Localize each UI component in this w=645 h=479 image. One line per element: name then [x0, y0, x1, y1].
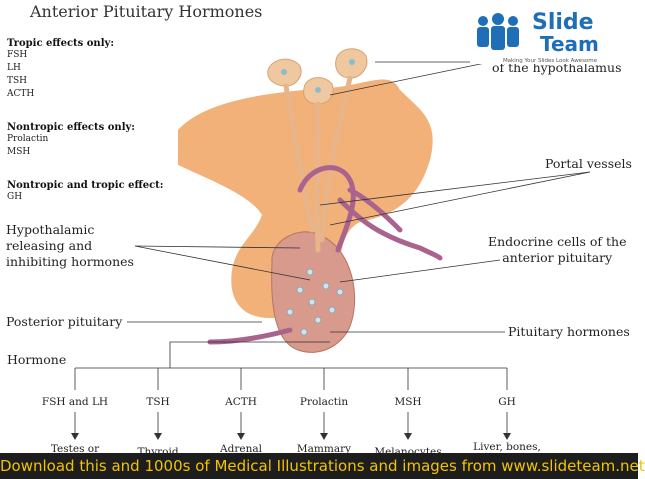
legend-item: MSH	[7, 147, 31, 157]
hormone-target: Liver, bones,	[473, 441, 541, 453]
hormone-name: TSH	[146, 396, 170, 408]
legend-both-heading: Nontropic and tropic effect:	[7, 180, 164, 191]
logo-word-team: Team	[540, 32, 599, 56]
slideteam-logo: Slide Team Making Your Slides Look Aweso…	[470, 8, 630, 64]
hormone-target: Testes or	[50, 443, 100, 455]
legend-item: GH	[7, 192, 23, 202]
legend-nontropic-heading: Nontropic effects only:	[7, 122, 135, 133]
label-hormone: Hormone	[7, 352, 67, 367]
hormone-name: Prolactin	[299, 396, 349, 408]
page-title: Anterior Pituitary Hormones	[30, 2, 263, 21]
legend-item: ACTH	[7, 89, 35, 99]
logo-word-slide: Slide	[532, 10, 594, 35]
endocrine-cells	[286, 268, 344, 336]
label-endocrine-cells: Endocrine cells of the anterior pituitar…	[488, 234, 627, 265]
hormone-target: Mammary	[296, 443, 352, 455]
legend-tropic-heading: Tropic effects only:	[7, 38, 115, 49]
hormone-name: GH	[498, 396, 516, 408]
label-portal-vessels: Portal vessels	[545, 156, 632, 171]
download-banner[interactable]: Download this and 1000s of Medical Illus…	[0, 453, 645, 479]
legend-both: Nontropic and tropic effect: GH	[7, 180, 163, 204]
label-hypothalamic-hormones: Hypothalamic releasing and inhibiting ho…	[6, 222, 134, 269]
hormone-name: ACTH	[225, 396, 257, 408]
hormone-name: FSH and LH	[41, 396, 109, 408]
label-pituitary-hormones: Pituitary hormones	[508, 324, 630, 339]
legend-item: FSH	[7, 50, 28, 60]
people-icon	[477, 13, 519, 50]
legend-tropic: Tropic effects only: FSH LH TSH ACTH	[7, 38, 114, 101]
hormone-target: Adrenal	[220, 443, 262, 455]
legend-item: Prolactin	[7, 134, 49, 144]
logo-tagline: Making Your Slides Look Awesome	[502, 58, 598, 64]
hormone-name: MSH	[394, 396, 422, 408]
legend-item: TSH	[7, 76, 28, 86]
hypothalamic-neurons	[267, 48, 368, 105]
callout-lines	[74, 61, 591, 435]
legend-item: LH	[7, 63, 21, 73]
legend-nontropic: Nontropic effects only: Prolactin MSH	[7, 122, 135, 159]
label-posterior-pituitary: Posterior pituitary	[6, 314, 123, 329]
